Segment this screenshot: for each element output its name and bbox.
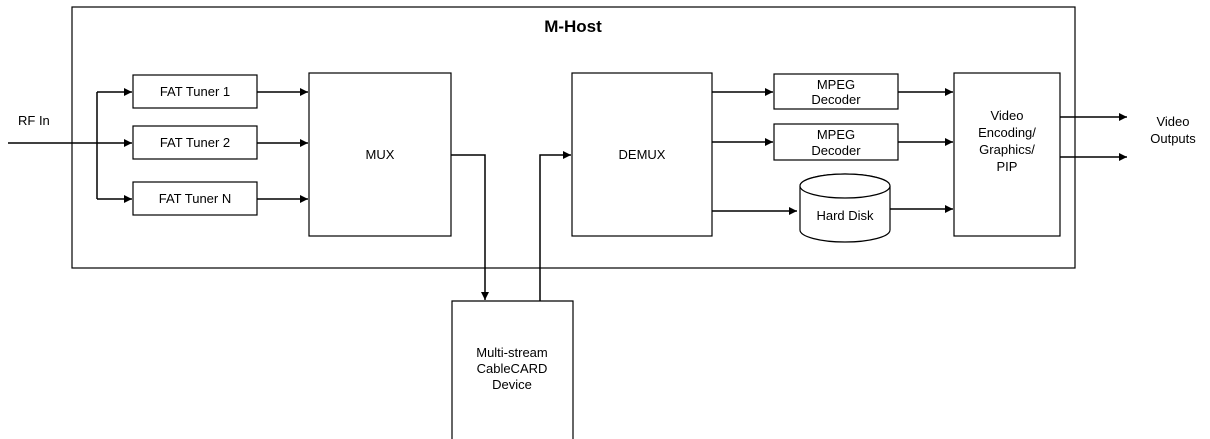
tuner-n: FAT Tuner N (132, 181, 258, 216)
decoder-1-line-2: Decoder (811, 92, 861, 107)
cablecard-device: Multi-stream CableCARD Device (451, 300, 574, 439)
mux-label: MUX (366, 147, 395, 162)
rf-input-lines (8, 88, 132, 203)
video-outputs-line-1: Video (1156, 114, 1189, 129)
cablecard-line-1: Multi-stream (476, 345, 548, 360)
tuner-1-label: FAT Tuner 1 (160, 84, 230, 99)
demux-label: DEMUX (619, 147, 666, 162)
hard-disk: Hard Disk (799, 173, 891, 243)
hard-disk-label: Hard Disk (816, 208, 874, 223)
m-host-title: M-Host (544, 17, 602, 36)
video-block-line-3: Graphics/ (979, 142, 1035, 157)
demux-output-arrows (712, 88, 797, 215)
cablecard-line-3: Device (492, 377, 532, 392)
mux-block: MUX (308, 72, 452, 237)
decoder-2-line-2: Decoder (811, 143, 861, 158)
video-block-line-2: Encoding/ (978, 125, 1036, 140)
video-output-arrows (1060, 113, 1127, 161)
cablecard-line-2: CableCARD (477, 361, 548, 376)
rf-in-label: RF In (18, 113, 50, 128)
video-block-line-4: PIP (997, 159, 1018, 174)
mpeg-decoder-1: MPEG Decoder (773, 73, 899, 110)
video-encoding-block: Video Encoding/ Graphics/ PIP (953, 72, 1061, 237)
tuner-2-label: FAT Tuner 2 (160, 135, 230, 150)
to-video-arrows (890, 88, 953, 213)
decoder-2-line-1: MPEG (817, 127, 855, 142)
tuner-to-mux-arrows (257, 88, 308, 203)
mux-to-cablecard-arrow (451, 154, 489, 300)
cablecard-to-demux-arrow (539, 151, 571, 301)
tuner-2: FAT Tuner 2 (132, 125, 258, 160)
tuner-1: FAT Tuner 1 (132, 74, 258, 109)
video-block-line-1: Video (990, 108, 1023, 123)
decoder-1-line-1: MPEG (817, 77, 855, 92)
video-outputs-line-2: Outputs (1150, 131, 1196, 146)
mpeg-decoder-2: MPEG Decoder (773, 123, 899, 161)
demux-block: DEMUX (571, 72, 713, 237)
tuner-n-label: FAT Tuner N (159, 191, 232, 206)
